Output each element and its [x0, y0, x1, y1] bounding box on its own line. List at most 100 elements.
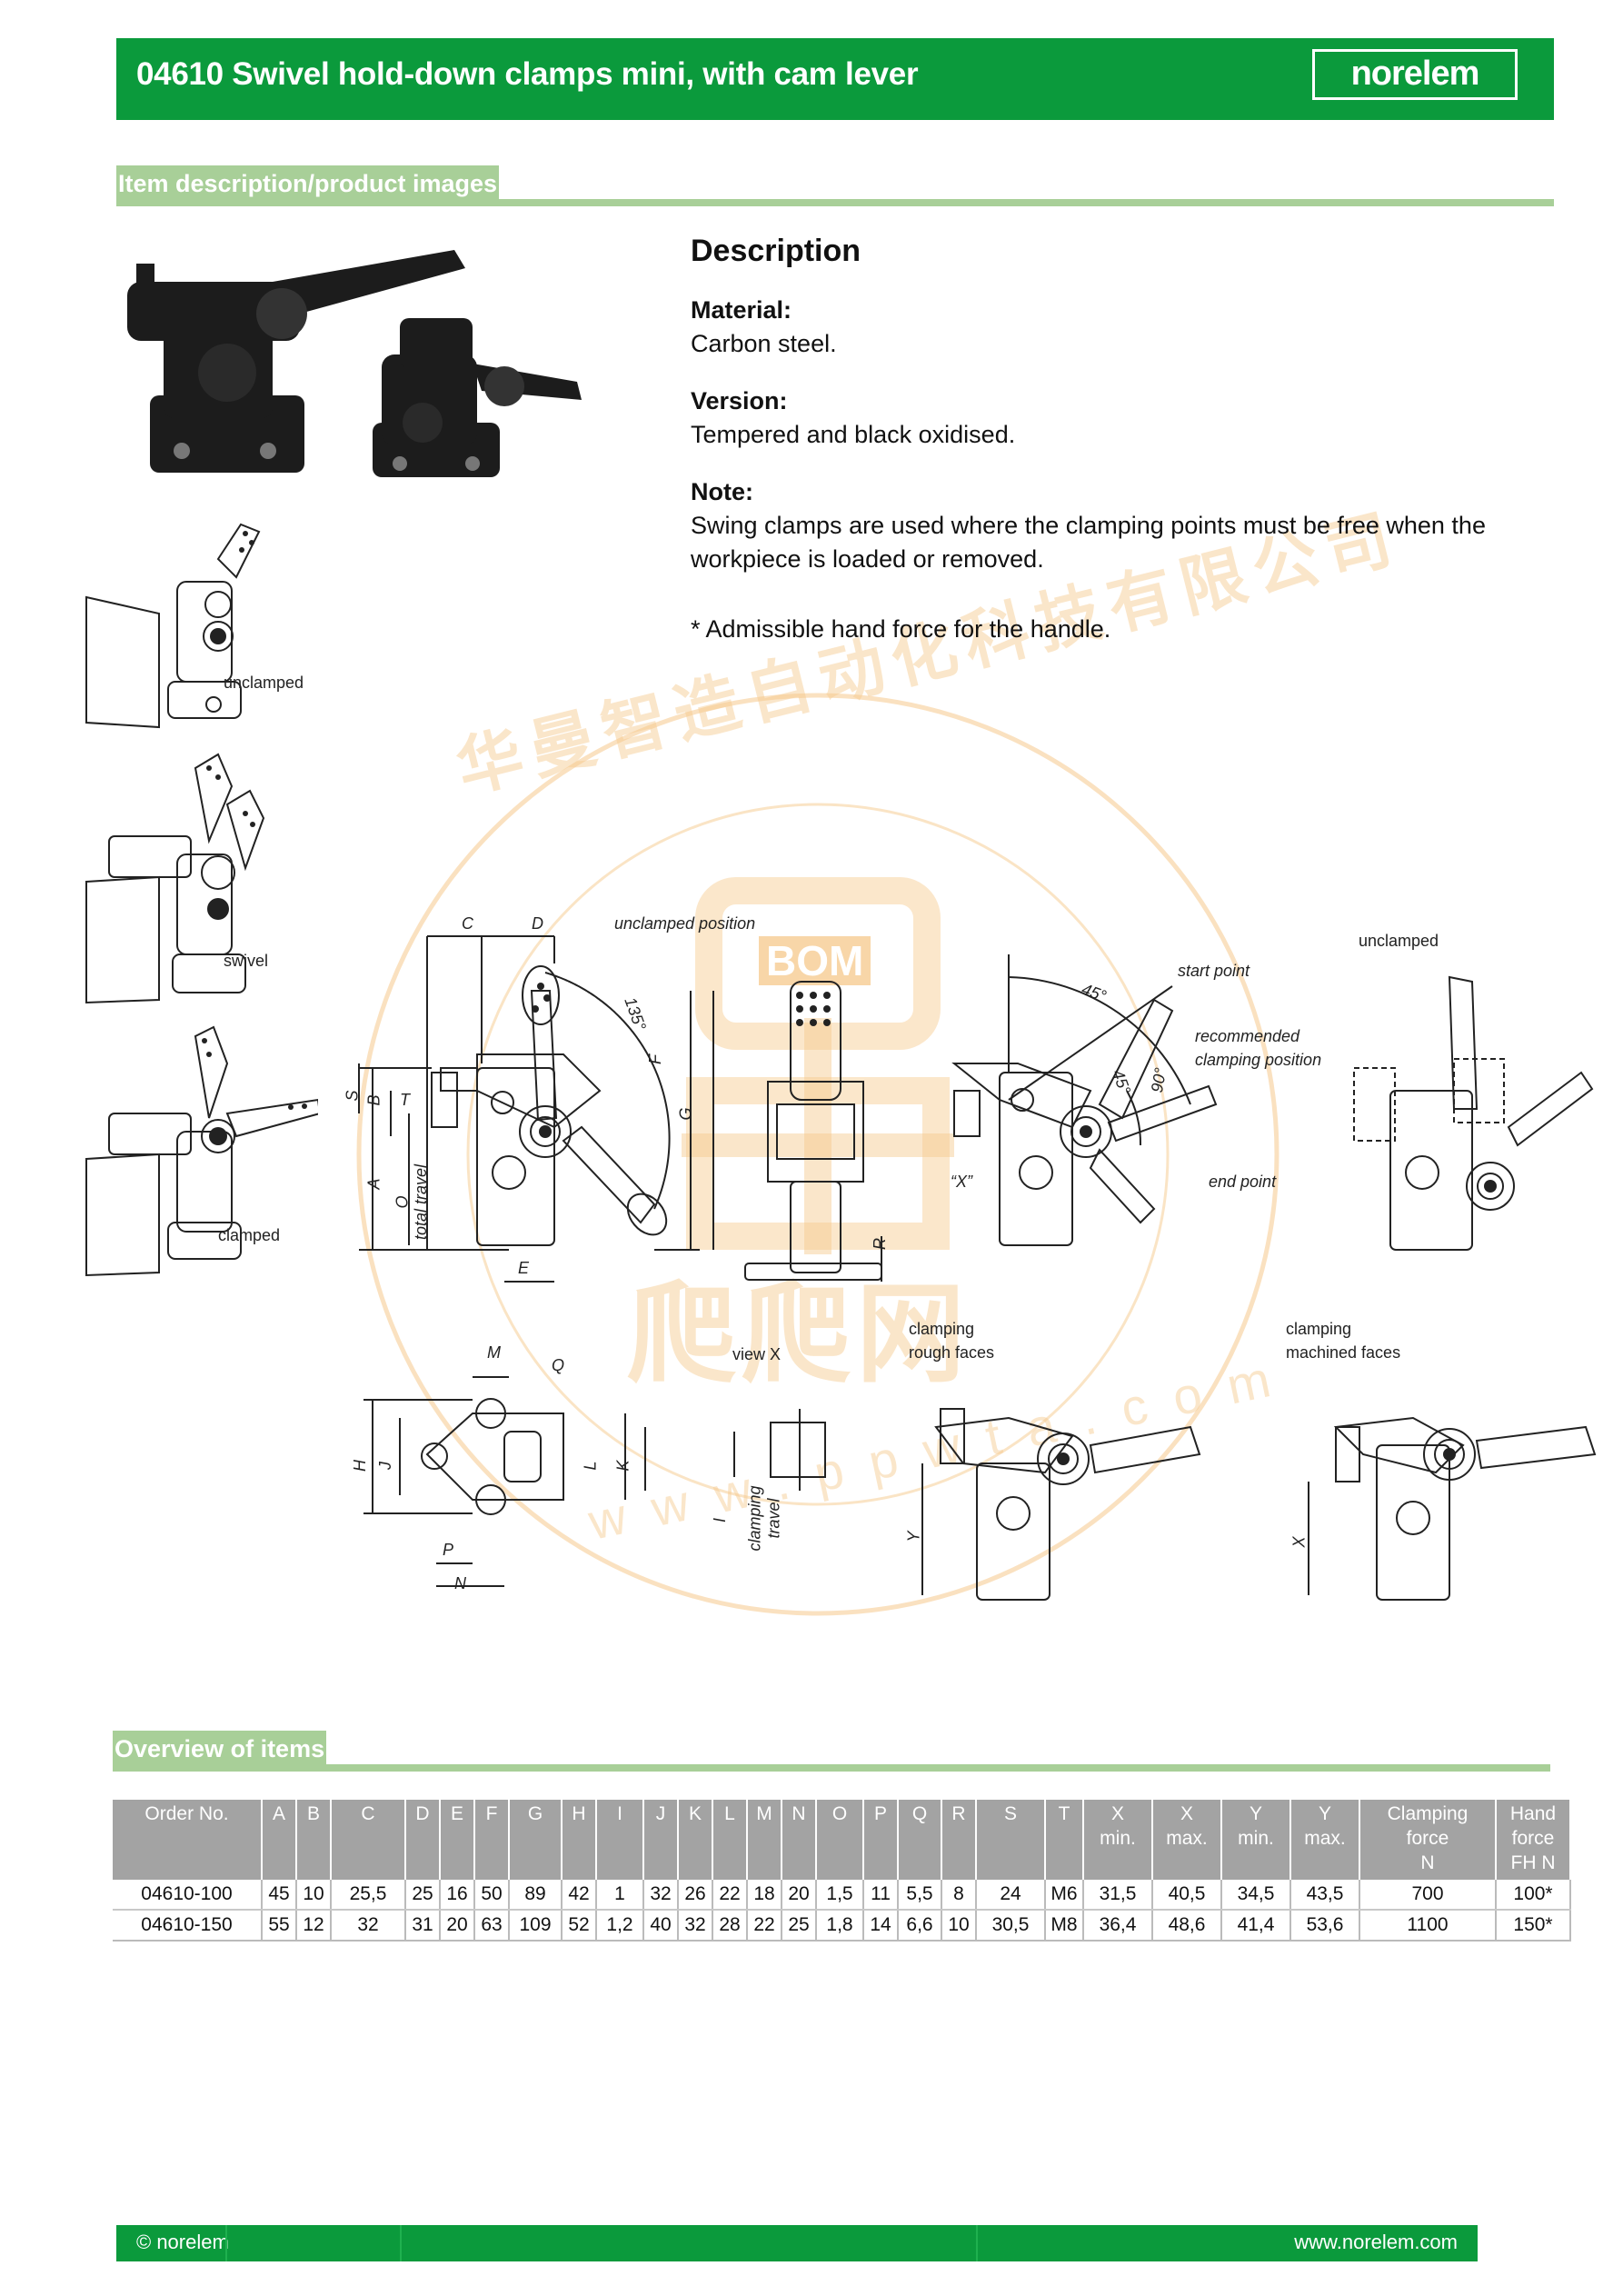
footer-copyright: © norelem: [136, 2231, 229, 2253]
table-cell: 11: [863, 1880, 899, 1911]
label-clamping-travel-1: clamping: [745, 1485, 764, 1552]
table-header-cell: N: [782, 1800, 817, 1880]
table-cell: 36,4: [1083, 1910, 1153, 1942]
label-clamping-rough: clamping: [909, 1320, 975, 1338]
table-header-text: Q: [911, 1803, 928, 1824]
dim-o: O: [393, 1195, 412, 1209]
table-header-text: Order No.: [144, 1803, 229, 1824]
table-cell: 22: [747, 1910, 782, 1942]
dim-k: K: [613, 1460, 632, 1472]
table-cell: 1,5: [816, 1880, 864, 1911]
table-cell: 1,8: [816, 1910, 864, 1942]
table-header-text: FH N: [1510, 1852, 1556, 1873]
footer-divider: [400, 2225, 402, 2261]
table-cell: 10: [296, 1880, 332, 1911]
table-cell: 25,5: [331, 1880, 406, 1911]
table-header-text: P: [873, 1803, 887, 1824]
dim-d: D: [532, 914, 543, 933]
table-cell: 5,5: [898, 1880, 942, 1911]
table-cell: 20: [440, 1910, 475, 1942]
table-header-text: F: [485, 1803, 498, 1824]
thumbnail-swivel: [85, 753, 265, 1004]
watermark-brand: BOM: [759, 936, 871, 985]
dim-r: R: [871, 1238, 889, 1250]
dim-e: E: [518, 1259, 530, 1277]
material-text: Carbon steel.: [691, 330, 837, 357]
table-cell: 43,5: [1290, 1880, 1360, 1911]
table-cell: 150*: [1496, 1910, 1571, 1942]
page-footer: © norelem www.norelem.com: [116, 2225, 1478, 2261]
table-cell: 32: [643, 1880, 679, 1911]
table-cell: 42: [562, 1880, 597, 1911]
dim-h: H: [351, 1460, 369, 1472]
table-cell: 1,2: [596, 1910, 644, 1942]
thumbnail-label-clamped: clamped: [218, 1226, 281, 1244]
dim-m: M: [487, 1343, 501, 1362]
table-header-text: Y: [1249, 1803, 1262, 1824]
table-cell: 32: [678, 1910, 713, 1942]
footer-website: www.norelem.com: [1294, 2231, 1458, 2253]
table-header-text: O: [831, 1803, 848, 1824]
table-header-text: N: [1420, 1852, 1435, 1873]
table-header-text: L: [724, 1803, 735, 1824]
dim-j: J: [376, 1462, 394, 1470]
table-header-text: H: [572, 1803, 586, 1824]
table-cell: 53,6: [1290, 1910, 1360, 1942]
table-header-text: N: [792, 1803, 806, 1824]
table-header-cell: J: [643, 1800, 679, 1880]
table-cell: 16: [440, 1880, 475, 1911]
dim-a: A: [364, 1178, 383, 1190]
table-cell: 34,5: [1221, 1880, 1291, 1911]
table-header-text: I: [617, 1803, 622, 1824]
table-header-cell: R: [941, 1800, 977, 1880]
table-header-text: Y: [1318, 1803, 1331, 1824]
table-cell: 48,6: [1152, 1910, 1222, 1942]
table-header-text: T: [1058, 1803, 1070, 1824]
label-unclamped-position: unclamped position: [614, 914, 756, 933]
label-view-x-mark: “X”: [951, 1173, 972, 1191]
dim-p: P: [443, 1541, 454, 1559]
table-header-cell: H: [562, 1800, 597, 1880]
table-cell: 50: [474, 1880, 510, 1911]
table-cell: 24: [976, 1880, 1046, 1911]
version-text: Tempered and black oxidised.: [691, 421, 1016, 448]
table-cell: 40,5: [1152, 1880, 1222, 1911]
table-cell: 31: [405, 1910, 441, 1942]
table-header-text: X: [1180, 1803, 1193, 1824]
table-cell: 700: [1359, 1880, 1497, 1911]
table-header-cell: C: [331, 1800, 406, 1880]
section-title-images: Item description/product images: [116, 165, 500, 202]
dim-t: T: [400, 1091, 410, 1109]
table-header-cell: E: [440, 1800, 475, 1880]
table-cell: 109: [509, 1910, 563, 1942]
table-cell: 63: [474, 1910, 510, 1942]
table-header-cell: I: [596, 1800, 644, 1880]
table-header-cell: F: [474, 1800, 510, 1880]
description-heading: Description: [691, 234, 861, 268]
label-machined-faces: machined faces: [1286, 1343, 1401, 1362]
table-cell: 31,5: [1083, 1880, 1153, 1911]
section-title-overview: Overview of items: [113, 1731, 327, 1767]
table-header-cell: K: [678, 1800, 713, 1880]
table-header-cell: P: [863, 1800, 899, 1880]
thumbnail-label-unclamped: unclamped: [224, 674, 304, 692]
table-header-text: min.: [1238, 1828, 1274, 1849]
norelem-logo: norelem: [1312, 49, 1518, 100]
table-header-cell: L: [712, 1800, 748, 1880]
table-cell: 20: [782, 1880, 817, 1911]
table-header-text: force: [1406, 1828, 1449, 1849]
watermark-site: 爬爬网: [627, 1273, 971, 1395]
table-header-text: R: [951, 1803, 966, 1824]
dim-c: C: [462, 914, 473, 933]
table-cell: 12: [296, 1910, 332, 1942]
thumbnail-label-swivel: swivel: [224, 952, 269, 970]
table-cell: 100*: [1496, 1880, 1571, 1911]
table-cell: 25: [782, 1910, 817, 1942]
table-cell: 32: [331, 1910, 406, 1942]
label-total-travel: total travel: [412, 1163, 431, 1241]
table-header-text: Clamping: [1387, 1803, 1469, 1824]
table-cell: 18: [747, 1880, 782, 1911]
